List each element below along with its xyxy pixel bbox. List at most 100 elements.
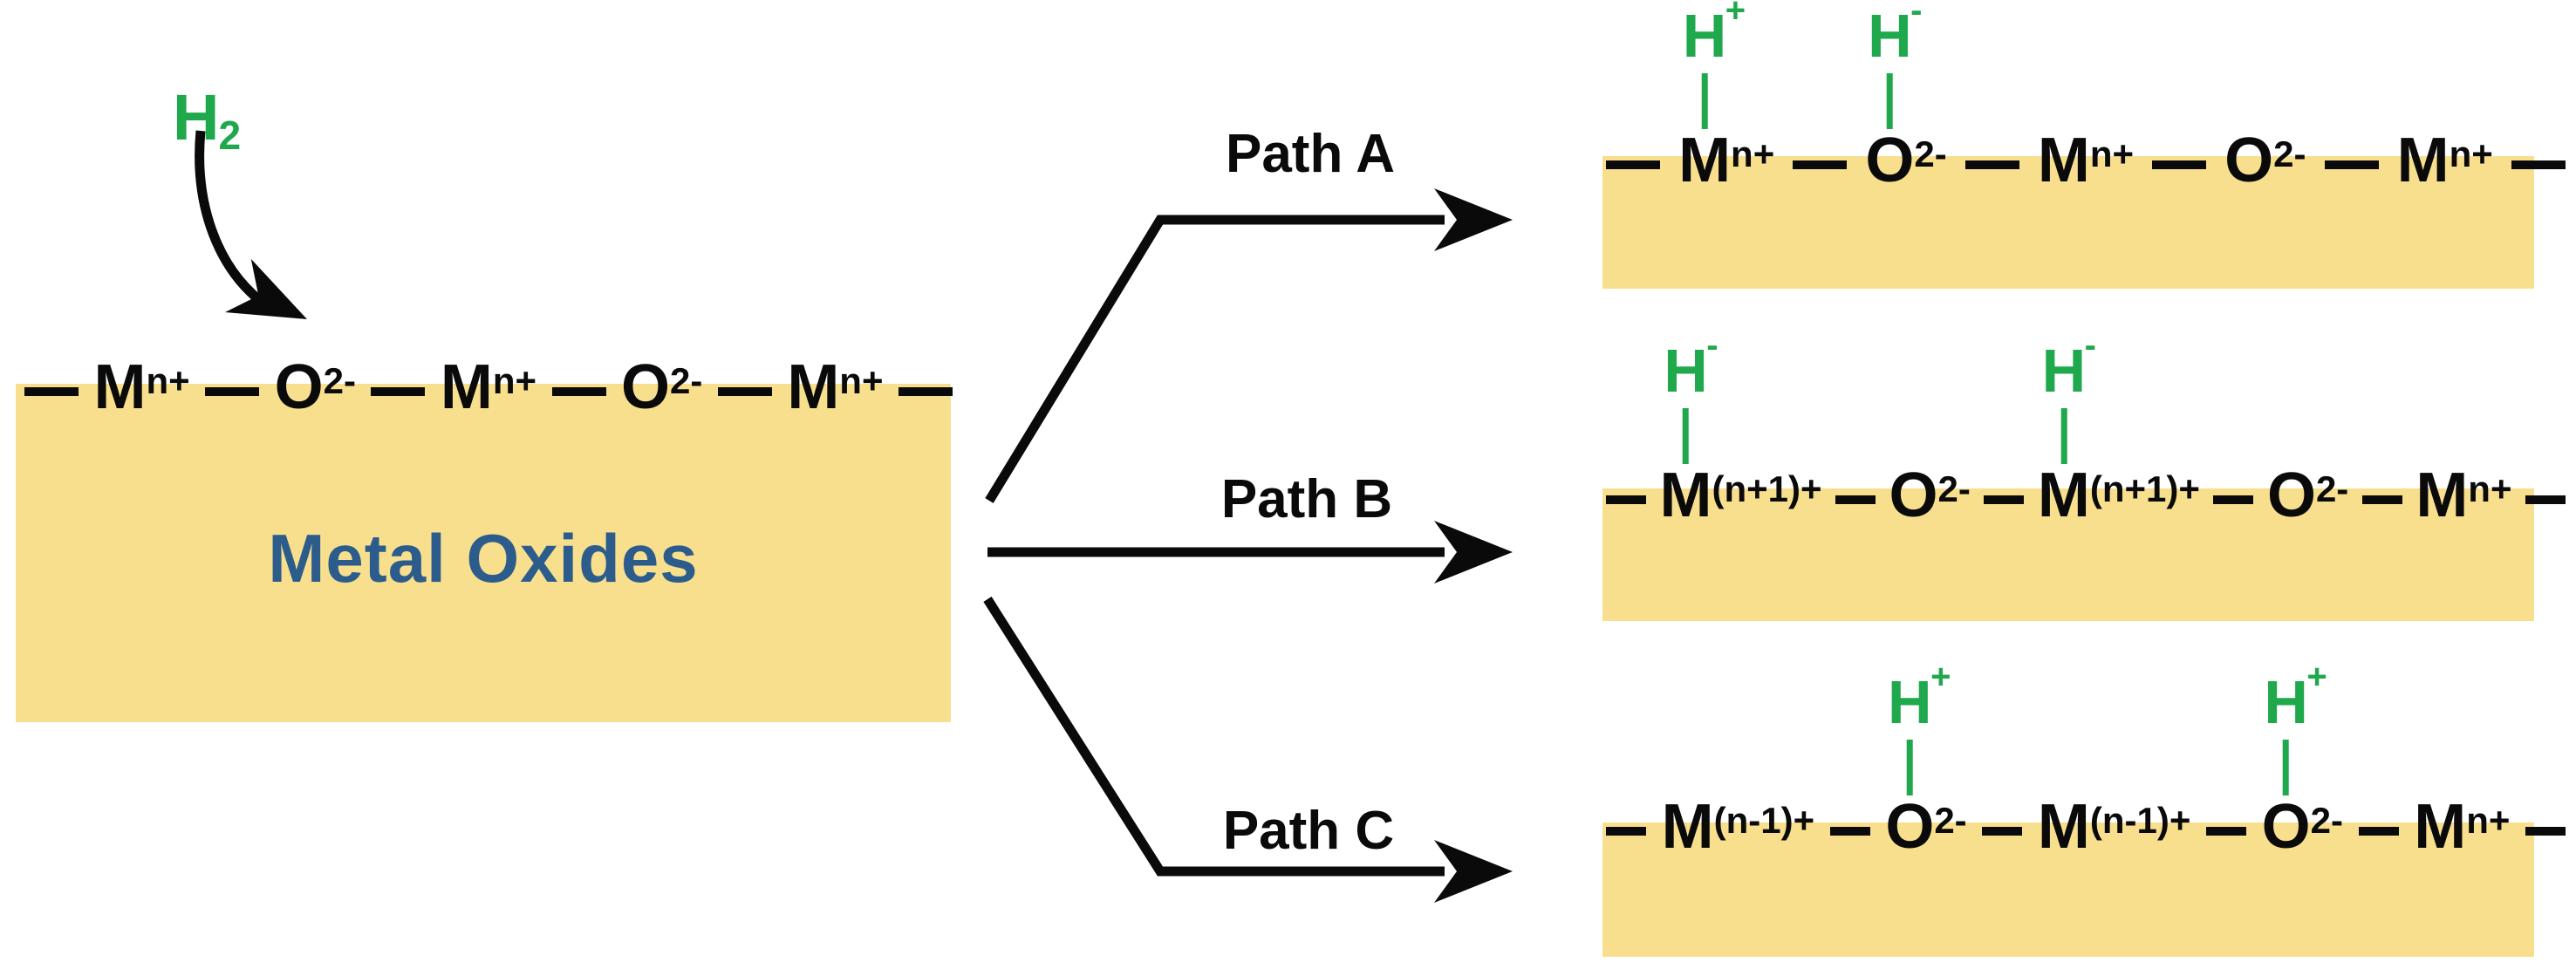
atom-symbol: O [621, 352, 671, 422]
path-b-label: Path B [1220, 469, 1393, 529]
oxidation-state: n+ [2089, 133, 2135, 175]
h-label: H+ [2264, 658, 2327, 736]
bond-dash [1606, 827, 1646, 836]
reactant-box-title: Metal Oxides [268, 520, 699, 597]
atom-symbol: M [93, 352, 147, 422]
oxidation-state: 2- [1934, 800, 1967, 842]
oxidation-state: 2- [1914, 133, 1947, 175]
h-charge: + [1930, 658, 1951, 697]
oxidation-state: (n-1)+ [1713, 800, 1815, 842]
path-c-arrowhead [1434, 840, 1513, 903]
path-a-label: Path A [1225, 124, 1396, 184]
adsorbed-hydrogen: H+ [1683, 0, 1746, 129]
oxidation-state: n+ [1731, 133, 1775, 175]
atom-symbol: M [787, 352, 840, 422]
atom-symbol: M [2037, 126, 2090, 195]
h-label: H- [1664, 326, 1718, 405]
adsorbed-hydrogen: H+ [1888, 658, 1951, 795]
oxidation-state: n+ [146, 360, 190, 402]
atom-symbol: O [1889, 461, 1938, 530]
h-bond-line [1701, 73, 1708, 129]
bond-dash [1606, 160, 1660, 169]
oxidation-state: (n+1)+ [1712, 468, 1822, 510]
bond-dash [1984, 495, 2025, 504]
oxidation-state: 2- [2315, 468, 2349, 510]
h2-symbol: H [173, 81, 220, 154]
bond-dash [898, 387, 953, 396]
reactant-oxide-box [16, 384, 951, 722]
reactant-surface-chain: Mn+O2-Mn+O2-Mn+ [24, 354, 953, 425]
bond-dash [205, 387, 260, 396]
surface-atom-M: Mn+ [2038, 127, 2134, 202]
atom-symbol: O [274, 352, 324, 422]
atom-symbol: M [2415, 461, 2469, 530]
path-a-arrowhead [1434, 188, 1513, 251]
oxidation-state: 2- [1937, 468, 1971, 510]
h-label: H+ [1888, 658, 1951, 736]
bond-dash [1835, 495, 1876, 504]
surface-atom-M: Mn+ [441, 354, 536, 429]
bond-dash [371, 387, 426, 396]
oxidation-state: n+ [839, 360, 884, 402]
bond-dash [717, 387, 772, 396]
oxidation-state: n+ [2468, 468, 2512, 510]
bond-dash [2324, 160, 2379, 169]
atom-symbol: O [2224, 126, 2274, 195]
bond-dash [1606, 495, 1646, 504]
bond-dash [2152, 160, 2207, 169]
bond-dash [2213, 495, 2254, 504]
h-label: H- [2041, 326, 2096, 405]
bond-dash [551, 387, 606, 396]
h-bond-line [2060, 408, 2067, 464]
surface-atom-M: Mn+ [2397, 127, 2493, 202]
h-label: H- [1868, 0, 1922, 66]
h-charge: - [1706, 326, 1718, 365]
adsorbed-hydrogen: H+ [2264, 658, 2327, 795]
atom-symbol: O [2266, 461, 2316, 530]
surface-atom-M: M(n-1)+ [1662, 794, 1814, 869]
bond-dash [1964, 160, 2019, 169]
adsorbed-hydrogen: H- [1664, 326, 1718, 464]
atom-symbol: M [2414, 792, 2467, 862]
path-b-result-box [1602, 488, 2534, 621]
oxidation-state: n+ [492, 360, 537, 402]
h-charge: + [1725, 0, 1746, 31]
oxidation-state: 2- [670, 360, 703, 402]
h-bond-line [1906, 740, 1913, 795]
surface-atom-O: O2- [2267, 462, 2348, 537]
h2-subscript: 2 [218, 113, 242, 159]
surface-atom-O: O2- [2224, 127, 2306, 202]
h-bond-line [2283, 740, 2290, 795]
surface-atom-M: Mn+ [2415, 462, 2511, 537]
bond-dash [1793, 160, 1848, 169]
h-charge: - [2084, 326, 2096, 365]
bond-dash [2358, 827, 2399, 836]
bond-dash [2511, 160, 2566, 169]
surface-atom-M: Mn+ [2414, 794, 2510, 869]
path-c-result-box [1602, 822, 2534, 957]
path-b-arrowhead [1434, 521, 1513, 584]
h2-arrowhead [225, 258, 307, 319]
bond-dash [1829, 827, 1870, 836]
oxidation-state: n+ [2449, 133, 2493, 175]
bond-dash [24, 387, 79, 396]
oxidation-state: (n+1)+ [2089, 468, 2200, 510]
path-a-arrow-line [985, 215, 1445, 503]
bond-dash [2361, 495, 2402, 504]
surface-atom-O: O2- [1889, 462, 1971, 537]
oxidation-state: 2- [2273, 133, 2306, 175]
h-charge: - [1910, 0, 1923, 31]
oxidation-state: 2- [2310, 800, 2343, 842]
